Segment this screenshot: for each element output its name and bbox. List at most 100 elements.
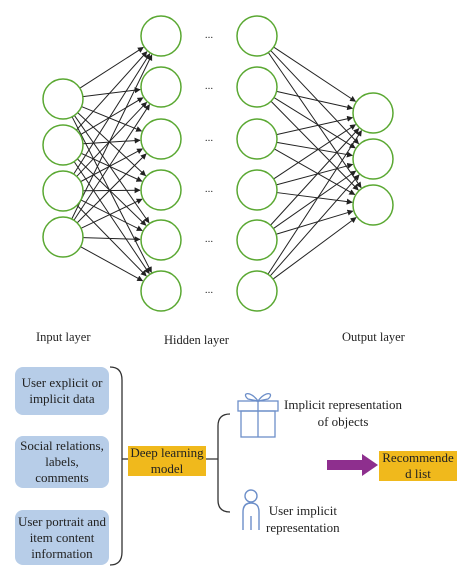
input-to-hidden-edge (71, 54, 153, 220)
input-to-hidden-edge (76, 153, 147, 224)
ellipsis-label: ... (205, 80, 214, 92)
hidden-node (140, 169, 182, 211)
network-nodes (42, 15, 394, 312)
input-to-hidden-edge (82, 87, 141, 98)
hidden-to-output-edge (273, 170, 357, 229)
input-node (42, 170, 84, 212)
input-to-hidden-edge (82, 187, 141, 194)
hidden-to-output-edge (276, 115, 354, 136)
output-node (352, 184, 394, 226)
implicit-objects-line: Implicit representation (284, 397, 403, 412)
output-layer-label: Output layer (342, 330, 405, 344)
input-to-hidden-edge (80, 148, 143, 183)
output-node (352, 138, 394, 180)
hidden-node (140, 219, 182, 261)
hidden-node (236, 219, 278, 261)
hidden-node (140, 270, 182, 312)
hidden-to-output-edge (270, 100, 359, 191)
input-box-line: Social relations, (20, 438, 104, 453)
hidden-node (236, 270, 278, 312)
hidden-to-output-edge (267, 52, 362, 189)
input-to-hidden-edge (80, 198, 143, 229)
gift-box-icon (237, 392, 279, 438)
input-to-hidden-edge (79, 46, 144, 89)
input-to-hidden-edge (81, 106, 143, 132)
hidden-to-output-edge (273, 124, 357, 180)
input-to-hidden-edge (73, 161, 150, 275)
hidden-to-output-edge (273, 46, 357, 102)
input-box-line: labels, comments (35, 454, 89, 485)
input-to-hidden-edge (75, 51, 148, 131)
input-to-hidden-edge (80, 199, 143, 232)
hidden-node (140, 66, 182, 108)
result-line: Recommende (382, 450, 454, 465)
input-node (42, 78, 84, 120)
hidden-to-output-edge (273, 97, 356, 149)
input-to-hidden-edge (82, 137, 141, 145)
input-box-line: information (31, 545, 93, 561)
hidden-node (236, 118, 278, 160)
hidden-to-output-edge (276, 90, 354, 111)
hidden-node (236, 66, 278, 108)
input-to-hidden-edge (73, 104, 150, 221)
hidden-layer-label: Hidden layer (164, 333, 229, 347)
input-box-line: item content (29, 529, 95, 545)
user-icon (242, 489, 260, 530)
hidden-to-output-edge (269, 174, 360, 277)
input-to-hidden-edge (82, 236, 141, 243)
hidden-to-output-edge (276, 162, 354, 186)
input-layer-label: Input layer (36, 330, 91, 344)
input-to-hidden-edge (77, 158, 147, 226)
result-line: d list (405, 466, 431, 481)
model-line: Deep learning (130, 445, 204, 460)
user-implicit-line: User implicit (268, 503, 337, 518)
hidden-to-output-edge (272, 217, 357, 280)
user-implicit-text: User implicit representation (266, 502, 340, 536)
hidden-to-output-edge (270, 128, 360, 226)
input-to-hidden-edge (74, 115, 150, 224)
output-node (352, 92, 394, 134)
ellipsis-label: ... (205, 29, 214, 41)
implicit-objects-text: Implicit representation of objects (284, 396, 402, 430)
hidden-node (236, 169, 278, 211)
input-node (42, 216, 84, 258)
input-box-line: implicit data (29, 391, 95, 406)
output-branch (206, 413, 231, 513)
input-to-hidden-edge (76, 204, 147, 277)
input-box-line: User explicit or (21, 375, 103, 390)
input-box-line: User portrait and (17, 513, 107, 529)
hidden-to-output-edge (276, 209, 354, 235)
input-to-hidden-edge (80, 152, 143, 182)
ellipsis-label: ... (205, 284, 214, 296)
input-to-hidden-edge (73, 53, 151, 175)
input-node (42, 124, 84, 166)
input-to-hidden-edge (76, 101, 148, 177)
hidden-node (236, 15, 278, 57)
input-box-social: Social relations,labels, comments (15, 436, 109, 488)
input-to-hidden-edge (71, 116, 152, 273)
ellipsis-label: ... (205, 183, 214, 195)
input-to-hidden-edge (77, 112, 147, 177)
ellipsis-label: ... (205, 233, 214, 245)
ellipsis-label: ... (205, 132, 214, 144)
hidden-to-output-edge (276, 141, 353, 158)
model-line: model (150, 461, 184, 476)
user-implicit-line: representation (266, 520, 340, 535)
input-to-hidden-edge (79, 97, 144, 136)
hidden-to-output-edge (276, 192, 353, 205)
hidden-to-output-edge (267, 130, 362, 275)
network-connections (71, 46, 362, 282)
implicit-objects-line: of objects (317, 414, 369, 429)
hidden-to-output-edge (274, 148, 356, 196)
hidden-node (140, 118, 182, 160)
hidden-node (140, 15, 182, 57)
input-bracket (109, 366, 123, 566)
hidden-to-output-edge (270, 50, 360, 145)
input-to-hidden-edge (80, 246, 144, 282)
hidden-ellipses: .................. (205, 29, 214, 296)
